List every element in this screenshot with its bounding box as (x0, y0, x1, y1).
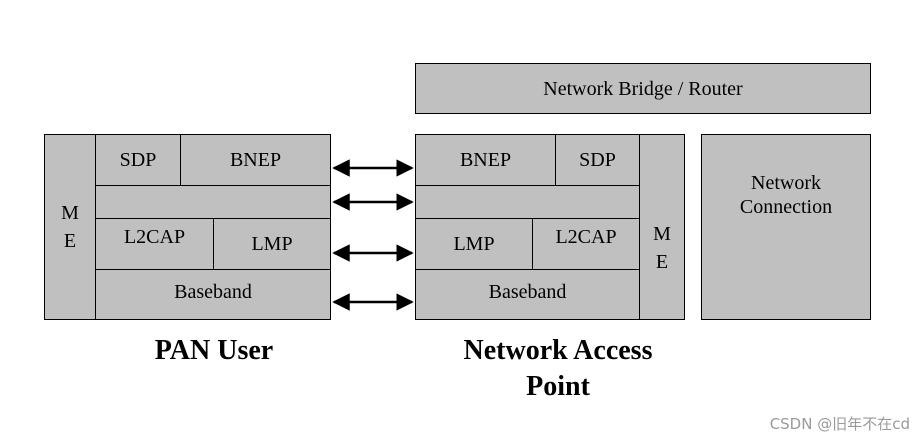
ap-me-box: M E (639, 134, 685, 320)
pan-user-me-box: M E (44, 134, 96, 320)
network-connection-line-1: Network (751, 172, 821, 194)
ap-sdp-box: SDP (555, 134, 640, 186)
network-bridge-router-box: Network Bridge / Router (415, 63, 871, 114)
ap-lmp-label: LMP (453, 233, 495, 255)
pan-user-l2cap-label: L2CAP (123, 226, 186, 248)
ap-bnep-box: BNEP (415, 134, 556, 186)
pan-user-l2cap-box: L2CAP (95, 218, 214, 270)
pan-user-caption: PAN User (44, 333, 384, 369)
ap-l2cap-box: L2CAP (532, 218, 640, 270)
ap-baseband-label: Baseband (488, 281, 567, 303)
pan-user-me-letter-e: E (63, 230, 77, 252)
ap-me-letter-m: M (653, 223, 671, 245)
access-point-caption-line-2: Point (526, 371, 590, 402)
pan-user-bnep-box: BNEP (180, 134, 331, 186)
network-bridge-router-label: Network Bridge / Router (543, 77, 743, 100)
pan-user-me-letter-m: M (61, 202, 79, 224)
pan-user-baseband-label: Baseband (174, 281, 252, 303)
ap-l2cap-label: L2CAP (555, 226, 617, 248)
access-point-caption: Network Access Point (408, 333, 708, 405)
ap-baseband-box: Baseband (415, 269, 640, 320)
pan-user-caption-text: PAN User (154, 335, 274, 366)
pan-user-lmp-label: LMP (251, 233, 293, 255)
ap-me-letter-e: E (655, 251, 669, 273)
network-connection-line-2: Connection (739, 196, 833, 218)
csdn-watermark: CSDN @旧年不在cd (769, 415, 910, 433)
pan-user-sdp-label: SDP (119, 149, 157, 171)
network-connection-box: Network Connection (701, 134, 871, 320)
pan-user-baseband-box: Baseband (95, 269, 331, 320)
ap-bnep-label: BNEP (459, 149, 512, 171)
pan-user-bnep-label: BNEP (229, 149, 282, 171)
ap-sdp-label: SDP (579, 149, 616, 171)
access-point-caption-line-1: Network Access (463, 335, 653, 366)
pan-user-lmp-box: LMP (213, 218, 331, 270)
